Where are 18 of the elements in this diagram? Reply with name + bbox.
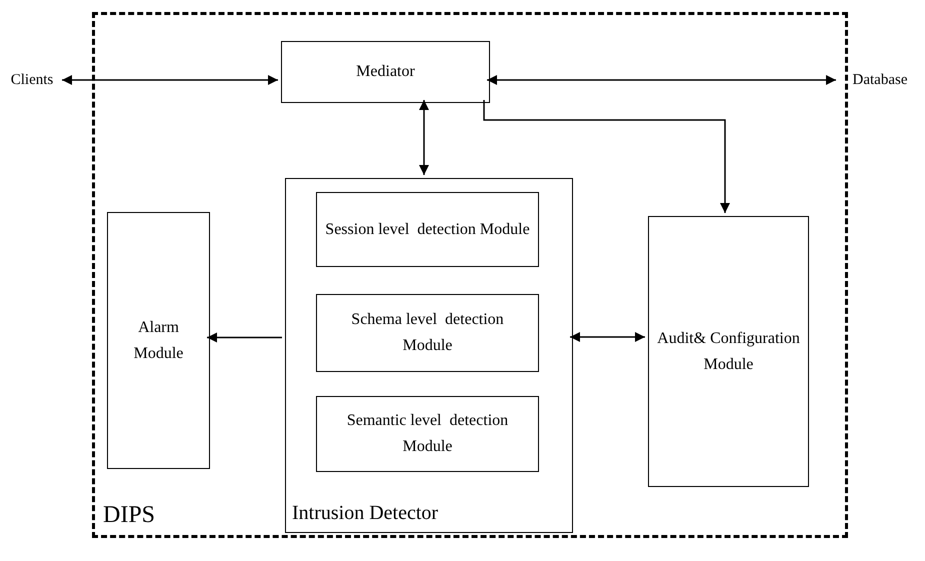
arrow	[207, 332, 282, 342]
group-title: Intrusion Detector	[292, 501, 438, 526]
group-box	[285, 178, 573, 533]
arrow	[487, 75, 836, 85]
module-box: Alarm Module	[107, 212, 210, 469]
module-box: Session level detection Module	[316, 192, 539, 267]
module-box: Mediator	[281, 41, 490, 103]
arrow	[62, 75, 278, 85]
arrow	[419, 100, 429, 175]
endpoint-label: Clients	[2, 70, 62, 90]
endpoint-label: Database	[836, 70, 924, 90]
arrow	[483, 100, 730, 213]
system-boundary	[92, 12, 848, 538]
module-box: Schema level detection Module	[316, 294, 539, 372]
module-box: Audit& Configuration Module	[648, 216, 809, 487]
group-title: DIPS	[103, 501, 156, 530]
module-box: Semantic level detection Module	[316, 396, 539, 472]
arrow	[570, 332, 645, 342]
